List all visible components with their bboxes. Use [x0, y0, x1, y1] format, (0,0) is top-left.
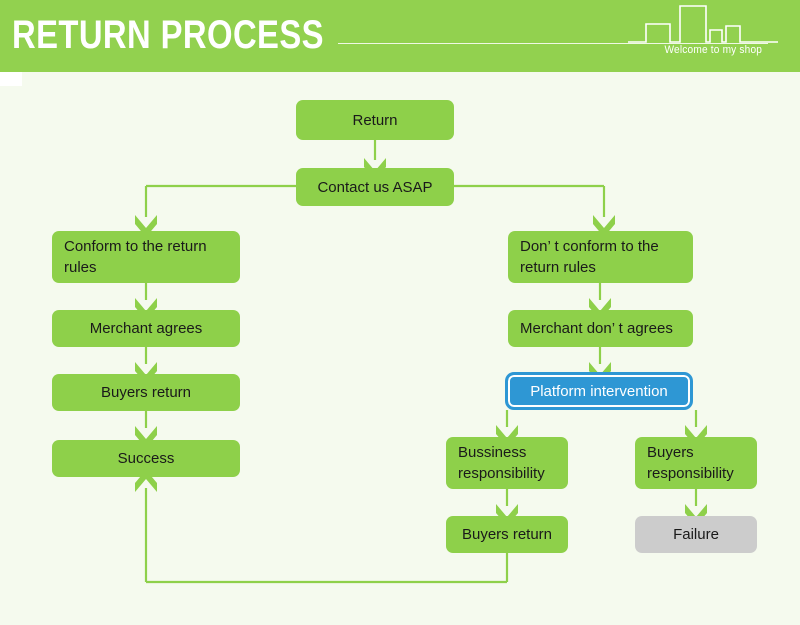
flowchart-canvas: Return Contact us ASAP Conform to the re…: [0, 72, 800, 625]
node-return[interactable]: Return: [296, 100, 454, 140]
page-title: RETURN PROCESS: [12, 13, 324, 57]
node-bussiness-responsibility[interactable]: Bussiness responsibility: [446, 437, 568, 489]
flowchart-edges: [135, 140, 707, 584]
node-dont-conform-to-return-rules[interactable]: Don’ t conform to the return rules: [508, 231, 693, 283]
city-skyline-icon: [628, 5, 778, 43]
node-buyers-return-left[interactable]: Buyers return: [52, 374, 240, 411]
node-conform-to-return-rules[interactable]: Conform to the return rules: [52, 231, 240, 283]
header-tagline: Welcome to my shop: [664, 44, 762, 56]
node-success[interactable]: Success: [52, 440, 240, 477]
node-buyers-return-right[interactable]: Buyers return: [446, 516, 568, 553]
header-divider-line: [338, 43, 768, 44]
node-buyers-responsibility[interactable]: Buyers responsibility: [635, 437, 757, 489]
node-platform-intervention[interactable]: Platform intervention: [505, 372, 693, 410]
node-contact-us-asap[interactable]: Contact us ASAP: [296, 168, 454, 206]
header-corner-accent: [0, 72, 22, 86]
node-merchant-agrees[interactable]: Merchant agrees: [52, 310, 240, 347]
page-header: RETURN PROCESS Welcome to my shop: [0, 0, 800, 72]
node-failure[interactable]: Failure: [635, 516, 757, 553]
node-merchant-dont-agrees[interactable]: Merchant don’ t agrees: [508, 310, 693, 347]
